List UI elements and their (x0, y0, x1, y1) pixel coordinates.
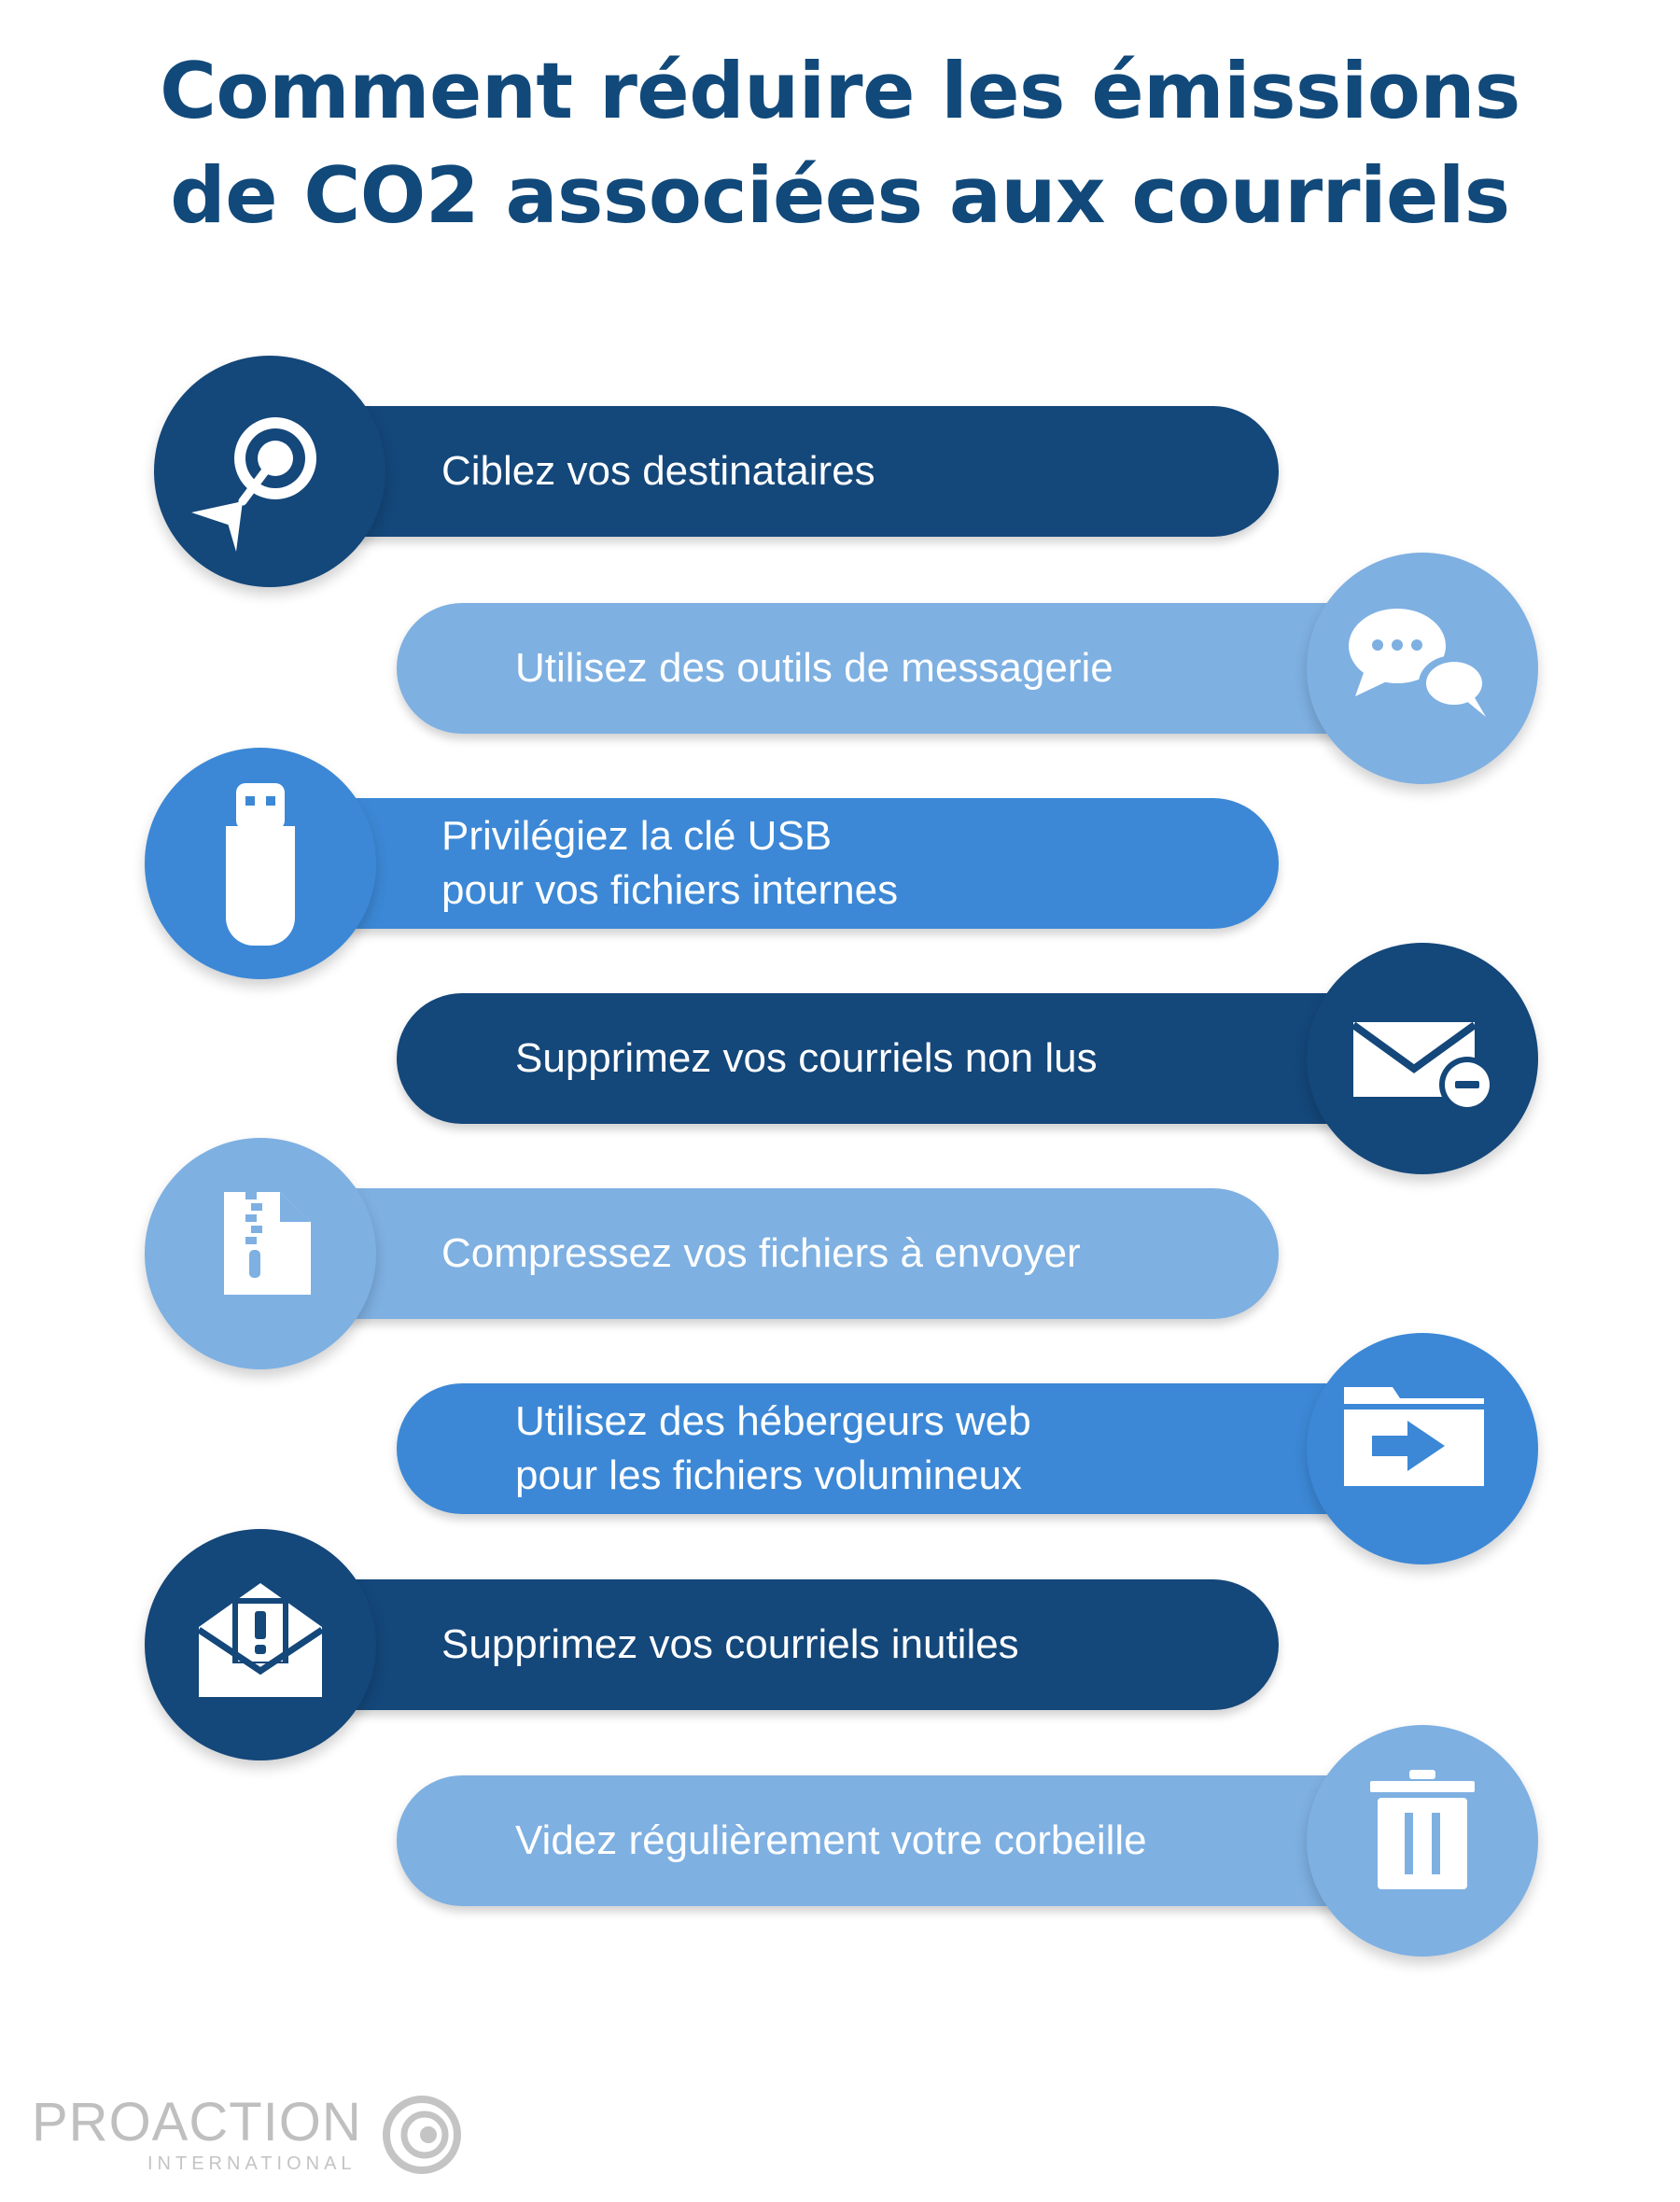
tip-row-web-hosts: Utilisez des hébergeurs web pour les fic… (397, 1383, 1451, 1514)
envelope-alert-icon (197, 1583, 324, 1697)
tip-circle (154, 356, 385, 587)
logo-wordmark: PROACTION (32, 2092, 362, 2153)
tip-circle (1307, 553, 1538, 784)
tip-text: Supprimez vos courriels inutiles (441, 1621, 1019, 1667)
envelope-minus-icon (1351, 1021, 1495, 1113)
tip-text: Videz régulièrement votre corbeille (515, 1817, 1147, 1863)
tip-row-useless-emails: Supprimez vos courriels inutiles (205, 1579, 1279, 1710)
tip-row-empty-trash: Videz régulièrement votre corbeille (397, 1775, 1451, 1906)
trash-icon (1370, 1770, 1475, 1889)
tip-row-compress-files: Compressez vos fichiers à envoyer (205, 1188, 1279, 1319)
tip-row-usb-key: Privilégiez la clé USB pour vos fichiers… (205, 798, 1279, 929)
logo-swirl-icon (383, 2096, 461, 2174)
tip-circle (145, 748, 376, 979)
proaction-logo: PROACTION INTERNATIONAL (32, 2093, 461, 2177)
tip-circle (1307, 1725, 1538, 1957)
tip-circle (145, 1529, 376, 1760)
tip-row-unread-emails: Supprimez vos courriels non lus (397, 993, 1451, 1124)
tip-text: Utilisez des outils de messagerie (515, 645, 1113, 691)
tip-text: Utilisez des hébergeurs web pour les fic… (515, 1398, 1031, 1498)
target-arrow-icon (191, 417, 316, 552)
usb-key-icon (226, 783, 295, 946)
tip-text: Ciblez vos destinataires (441, 448, 875, 494)
logo-subtitle: INTERNATIONAL (147, 2153, 357, 2174)
tip-circle (1307, 1333, 1538, 1564)
page-title: Comment réduire les émissions de CO2 ass… (0, 39, 1680, 248)
folder-arrow-icon (1344, 1387, 1484, 1486)
title-line-1: Comment réduire les émissions (160, 46, 1520, 136)
zip-file-icon (224, 1192, 311, 1295)
chat-bubbles-icon (1349, 609, 1490, 717)
tip-row-messaging-tools: Utilisez des outils de messagerie (397, 603, 1451, 734)
title-line-2: de CO2 associées aux courriels (170, 150, 1510, 241)
tip-circle (145, 1138, 376, 1369)
tip-text: Supprimez vos courriels non lus (515, 1035, 1098, 1081)
tip-circle (1307, 943, 1538, 1174)
tip-text: Compressez vos fichiers à envoyer (441, 1230, 1081, 1276)
tip-text: Privilégiez la clé USB pour vos fichiers… (441, 813, 899, 913)
